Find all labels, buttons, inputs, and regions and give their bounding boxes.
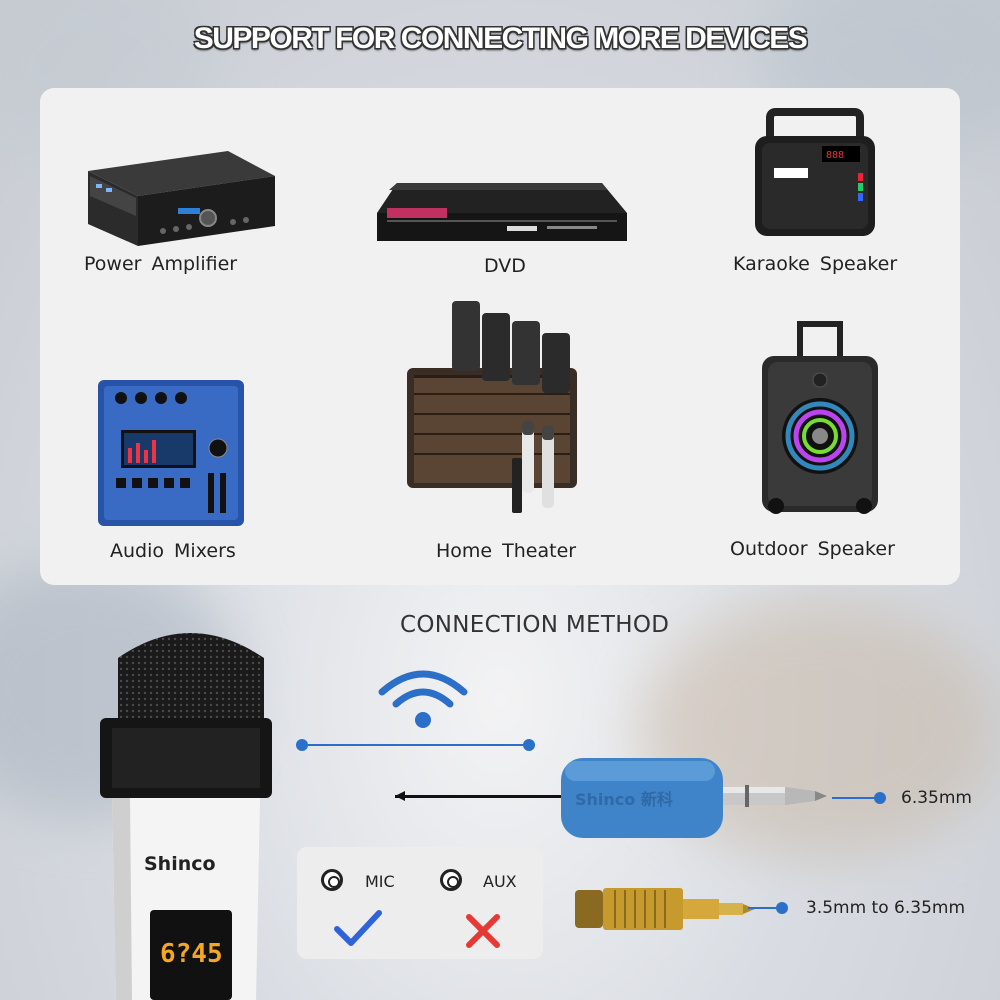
device-label-audio-mixers: Audio Mixers [110,540,236,562]
wireless-signal-icon [378,670,468,728]
dvd-player-image [377,183,627,241]
wireless-receiver-image: Shinco 新科 [395,758,827,838]
adapter-plug-image [575,888,755,930]
power-amplifier-image [88,151,275,246]
aux-jack-icon [440,869,462,891]
audio-mixer-image [98,380,244,526]
wireless-connection-line [302,744,528,746]
mic-display-text: 6?45 [160,939,223,969]
device-label-karaoke-speaker: Karaoke Speaker [733,253,898,275]
outdoor-speaker-image [762,321,878,514]
svg-text:888: 888 [826,150,844,161]
receiver-brand-text: Shinco 新科 [575,790,673,809]
plug2-connector-line [748,907,780,909]
cross-icon [466,914,500,948]
page-title: SUPPORT FOR CONNECTING MORE DEVICES [193,22,808,55]
device-label-power-amplifier: Power Amplifier [84,253,238,275]
plug2-size-label: 3.5mm to 6.35mm [806,898,966,918]
device-label-home-theater: Home Theater [436,540,577,562]
device-label-dvd: DVD [484,255,526,277]
plug1-dot [874,792,886,804]
wireless-line-end-dot [523,739,535,751]
mic-brand-text: Shinco [144,853,216,875]
mode-mic-label: MIC [365,872,395,891]
devices-panel: Power Amplifier DVD 888 Karaoke Speaker [40,88,960,585]
plug1-connector-line [832,797,878,799]
connection-method-title: CONNECTION METHOD [400,612,670,638]
mode-selector-panel: MIC AUX [297,847,543,959]
device-label-outdoor-speaker: Outdoor Speaker [730,538,895,560]
checkmark-icon [334,910,382,946]
wireless-microphone-image: Shinco 6?45 [100,633,272,1000]
plug2-dot [776,902,788,914]
mic-jack-icon [321,869,343,891]
mode-aux-label: AUX [483,872,517,891]
karaoke-speaker-image: 888 [755,108,875,236]
home-theater-image [407,301,577,513]
plug1-size-label: 6.35mm [901,788,972,808]
